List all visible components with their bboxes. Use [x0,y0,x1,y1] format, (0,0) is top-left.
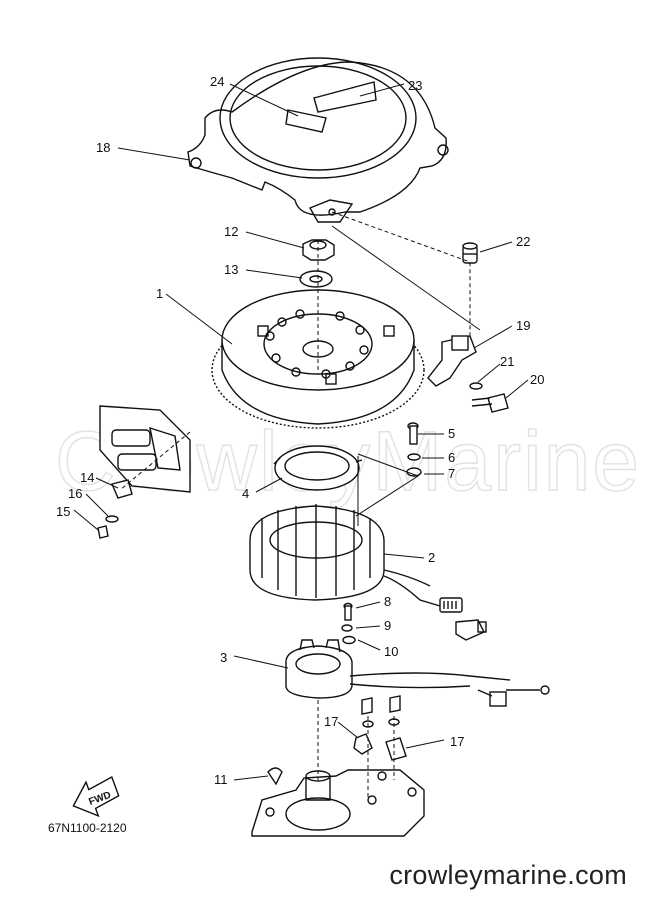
screw-15 [97,525,109,539]
washer-6 [407,453,421,461]
callout-16: 16 [68,486,82,501]
callout-23: 23 [408,78,422,93]
callout-1: 1 [156,286,163,301]
callout-7: 7 [448,466,455,481]
clamp-14 [111,479,133,499]
pulser-screw [471,393,509,413]
screw-17-pair [361,695,401,728]
washer-9 [341,624,353,632]
callout-13: 13 [224,262,238,277]
callout-14: 14 [80,470,94,485]
washer-10 [342,635,356,645]
bolt-5 [407,422,419,445]
woodruff-key [267,767,283,786]
bracket-plate [99,405,191,493]
callout-21: 21 [500,354,514,369]
pulser-coil-bracket [427,335,483,390]
drawing-code: 67N1100-2120 [48,821,127,835]
rotor-ring [273,445,363,491]
callout-12: 12 [224,224,238,239]
callout-8: 8 [384,594,391,609]
callout-20: 20 [530,372,544,387]
flywheel-washer [299,270,333,288]
forward-arrow-icon: FWD [72,775,120,818]
callout-24: 24 [210,74,224,89]
callout-15: 15 [56,504,70,519]
callout-9: 9 [384,618,391,633]
callout-2: 2 [428,550,435,565]
callout-4: 4 [242,486,249,501]
callout-22: 22 [516,234,530,249]
callout-10: 10 [384,644,398,659]
callout-17-left: 17 [324,714,338,729]
callout-labels: 24 23 18 12 13 22 1 19 21 20 5 6 7 4 14 … [56,74,544,787]
callout-6: 6 [448,450,455,465]
coil-17-right [385,737,407,761]
stator-assembly [249,504,487,641]
callout-5: 5 [448,426,455,441]
screw-8 [343,602,353,621]
crankcase-base [251,769,425,837]
website-footer-text: crowleymarine.com [389,860,627,890]
callout-18: 18 [96,140,110,155]
callout-17-right: 17 [450,734,464,749]
washer-16 [105,515,119,523]
callout-19: 19 [516,318,530,333]
callout-leaders [73,83,529,781]
charge-coil-base [285,639,550,707]
callout-11: 11 [214,772,228,787]
alignment-lines [119,211,481,800]
flywheel-cover [187,57,449,223]
callout-3: 3 [220,650,227,665]
